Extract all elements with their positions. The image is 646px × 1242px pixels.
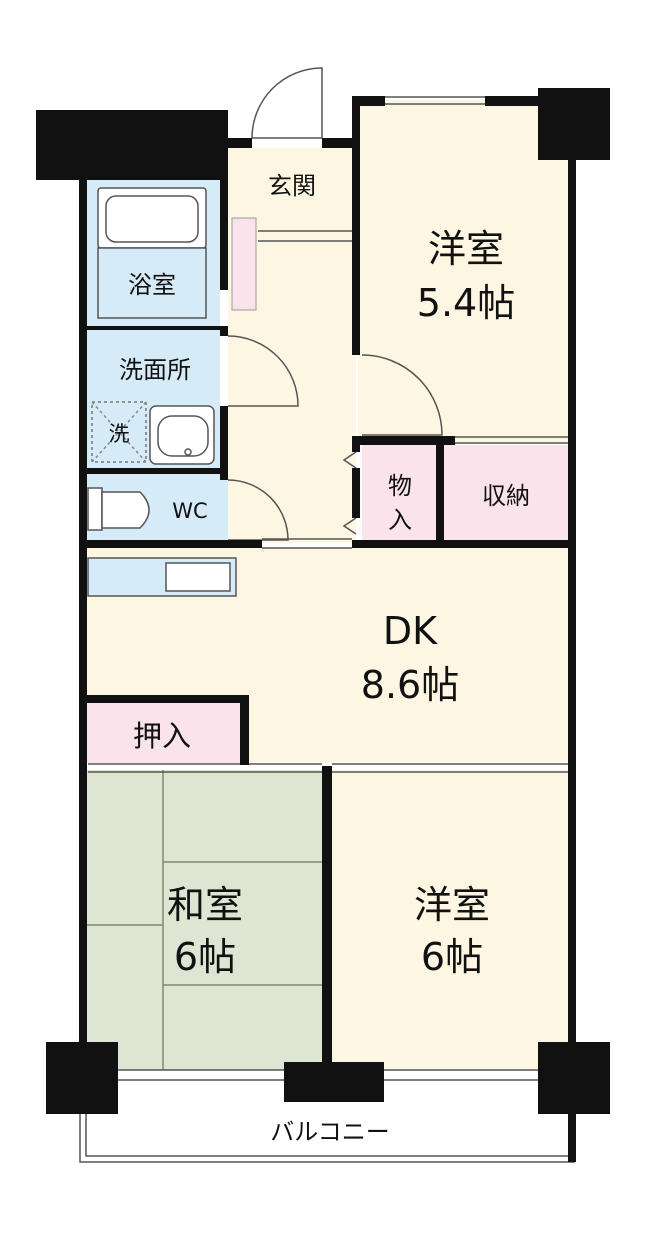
japanese-floor	[85, 770, 323, 1070]
shoe-cabinet	[231, 217, 257, 311]
tatami-lines	[85, 770, 323, 1070]
balcony-label: バルコニー	[270, 1118, 390, 1146]
room-labels: 玄関 浴室 洗面所 洗 WC 洋室 5.4帖 物入 収納 DK 8.6帖 押入 …	[109, 172, 531, 1146]
storage-small-label: 物入	[388, 472, 412, 534]
washroom-door	[227, 335, 299, 407]
japanese-size: 6帖	[174, 935, 236, 979]
closet-floor	[85, 703, 240, 763]
toilet	[87, 487, 103, 531]
western1-size: 5.4帖	[417, 281, 515, 325]
washer-label: 洗	[109, 422, 130, 446]
fixtures	[87, 187, 237, 597]
genkan-label: 玄関	[268, 172, 316, 200]
storage-right-floor	[444, 445, 570, 542]
wash-basin	[149, 405, 215, 465]
sliding-openings	[88, 96, 568, 1081]
bath-label: 浴室	[128, 271, 176, 299]
western2-floor	[330, 770, 570, 1070]
washroom-label: 洗面所	[119, 356, 191, 384]
bathtub	[97, 187, 207, 249]
western1-name: 洋室	[428, 227, 504, 271]
wc-label: WC	[172, 499, 207, 523]
walls	[36, 88, 610, 1162]
washer-place	[91, 401, 147, 463]
western2-size: 6帖	[421, 935, 483, 979]
entrance-door	[251, 67, 323, 139]
dk-name: DK	[383, 609, 438, 653]
western2-name: 洋室	[414, 883, 490, 927]
storage-small-floor	[362, 445, 438, 542]
closet-label: 押入	[133, 719, 191, 753]
japanese-name: 和室	[167, 883, 243, 927]
doors	[227, 67, 443, 541]
wc-door	[227, 479, 289, 541]
western1-door	[361, 354, 443, 436]
storage-right-label: 収納	[482, 482, 530, 510]
western1-floor	[358, 100, 570, 442]
dk-size: 8.6帖	[361, 663, 459, 707]
